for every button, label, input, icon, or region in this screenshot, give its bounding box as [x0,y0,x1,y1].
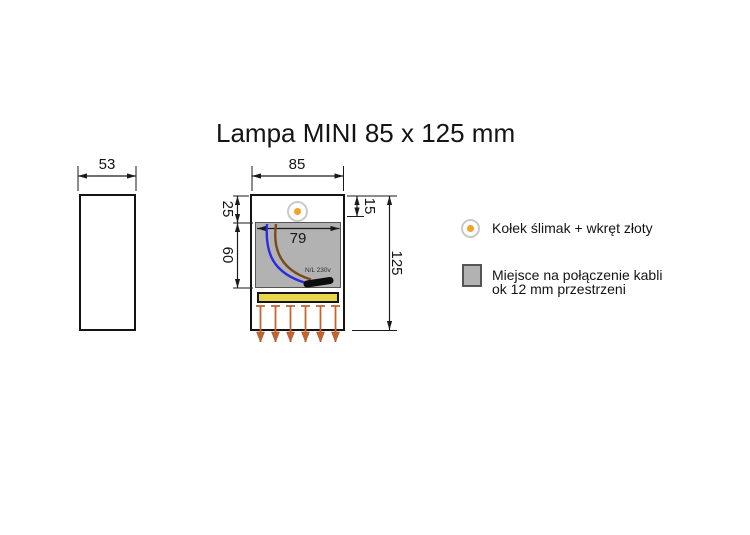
legend-cable-line1: Miejsce na połączenie kabli [492,267,663,283]
legend-cable-line2: ok 12 mm przestrzeni [492,281,626,297]
led-bar [257,292,339,303]
legend-cable-area-swatch [462,264,482,287]
screw-dot-icon [294,208,301,215]
dim-15-label: 15 [361,197,379,215]
page-title: Lampa MINI 85 x 125 mm [216,118,516,148]
dim-53-label: 53 [98,155,116,173]
screw-icon [287,201,308,222]
legend-item-screw-label: Kołek ślimak + wkręt złoty [492,220,653,236]
legend-item-cable-label: Miejsce na połączenie kabli ok 12 mm prz… [492,268,662,296]
legend-screw-dot-icon [467,225,474,232]
dim-60-label: 60 [219,246,237,264]
connector-label: N/L 230v [305,267,331,274]
dim-25-label: 25 [219,200,237,218]
legend-screw-icon [461,219,480,238]
dim-79-label: 79 [289,229,307,247]
side-view-body [79,194,136,331]
dim-85-label: 85 [288,155,306,173]
dim-125-label: 125 [388,250,406,276]
